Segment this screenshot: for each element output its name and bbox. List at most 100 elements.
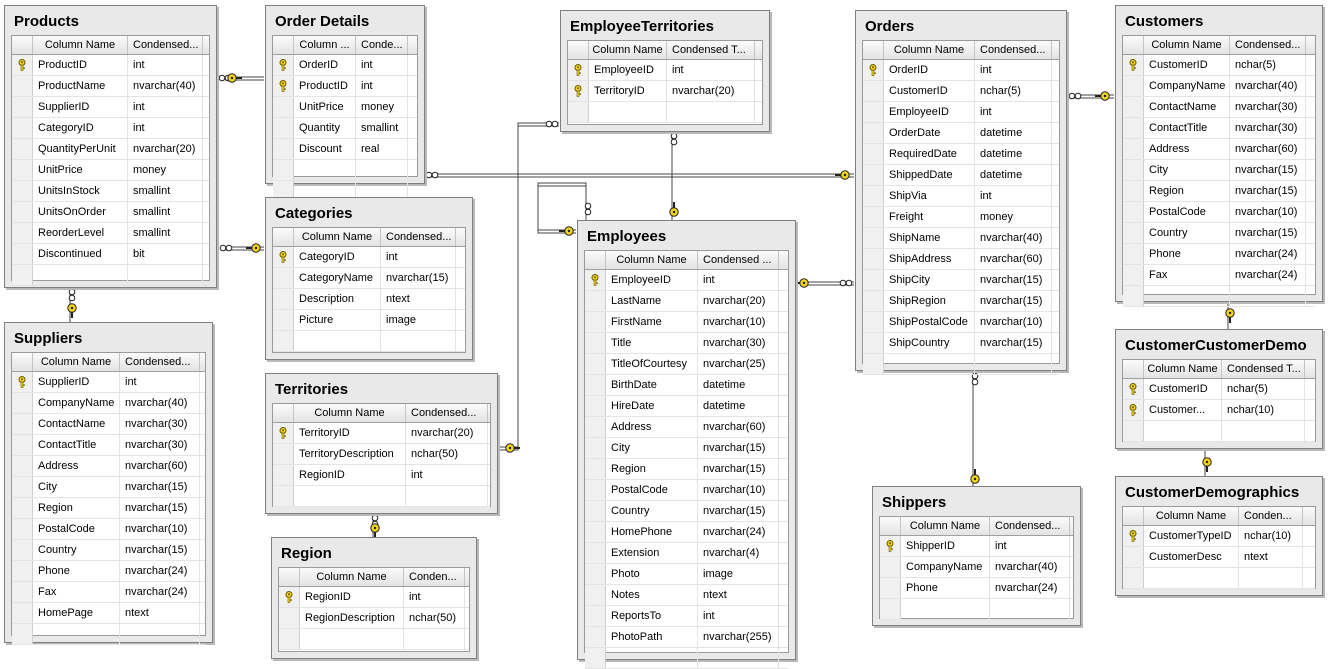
empty-row[interactable] bbox=[1123, 286, 1315, 307]
row-selector[interactable] bbox=[863, 228, 884, 248]
condensed-type-header[interactable]: Condensed... bbox=[128, 36, 203, 54]
condensed-type-header[interactable]: Condensed ... bbox=[698, 251, 779, 269]
column-name-cell[interactable]: ProductName bbox=[33, 76, 128, 96]
data-type-cell[interactable]: nvarchar(15) bbox=[698, 438, 779, 458]
data-type-cell[interactable] bbox=[356, 160, 408, 180]
data-type-cell[interactable]: ntext bbox=[698, 585, 779, 605]
table-title[interactable]: CustomerDemographics bbox=[1125, 484, 1300, 501]
column-name-cell[interactable]: EmployeeID bbox=[606, 270, 698, 290]
row-selector[interactable] bbox=[1123, 181, 1144, 201]
data-type-cell[interactable]: datetime bbox=[975, 123, 1052, 143]
data-type-cell[interactable]: nvarchar(15) bbox=[698, 501, 779, 521]
row-selector[interactable] bbox=[585, 480, 606, 500]
table-title[interactable]: Shippers bbox=[882, 494, 947, 511]
row-selector[interactable] bbox=[273, 97, 294, 117]
data-type-cell[interactable]: smallint bbox=[128, 223, 203, 243]
column-name-cell[interactable]: FirstName bbox=[606, 312, 698, 332]
column-name-header[interactable]: Column Name bbox=[1144, 36, 1230, 54]
data-type-cell[interactable]: money bbox=[356, 97, 408, 117]
column-name-cell[interactable]: ReorderLevel bbox=[33, 223, 128, 243]
row-selector[interactable] bbox=[585, 312, 606, 332]
row-selector[interactable] bbox=[273, 486, 294, 506]
column-name-cell[interactable]: Country bbox=[33, 540, 120, 560]
column-name-cell[interactable]: Address bbox=[606, 417, 698, 437]
row-selector[interactable] bbox=[863, 102, 884, 122]
empty-row[interactable] bbox=[279, 629, 469, 650]
row-selector[interactable] bbox=[1123, 547, 1144, 567]
row-selector[interactable] bbox=[863, 249, 884, 269]
row-selector[interactable] bbox=[1123, 379, 1144, 399]
column-name-cell[interactable]: Phone bbox=[1144, 244, 1230, 264]
row-selector[interactable] bbox=[12, 498, 33, 518]
column-name-header[interactable]: Column Name bbox=[300, 568, 404, 586]
condensed-type-header[interactable]: Condensed... bbox=[1230, 36, 1306, 54]
row-selector[interactable] bbox=[273, 139, 294, 159]
data-type-cell[interactable]: int bbox=[128, 97, 203, 117]
column-name-cell[interactable]: City bbox=[1144, 160, 1230, 180]
data-type-cell[interactable]: nvarchar(40) bbox=[128, 76, 203, 96]
column-name-cell[interactable]: ShippedDate bbox=[884, 165, 975, 185]
data-type-cell[interactable]: nvarchar(40) bbox=[1230, 76, 1306, 96]
row-selector[interactable] bbox=[1123, 160, 1144, 180]
column-name-cell[interactable]: Customer... bbox=[1144, 400, 1222, 420]
empty-row[interactable] bbox=[273, 486, 490, 507]
column-name-cell[interactable]: Region bbox=[606, 459, 698, 479]
condensed-type-header[interactable]: Condensed... bbox=[406, 404, 488, 422]
row-selector[interactable] bbox=[585, 648, 606, 668]
column-name-cell[interactable]: Fax bbox=[1144, 265, 1230, 285]
data-type-cell[interactable]: nvarchar(24) bbox=[120, 561, 200, 581]
data-type-cell[interactable]: nvarchar(20) bbox=[698, 291, 779, 311]
data-type-cell[interactable]: int bbox=[404, 587, 465, 607]
column-name-cell[interactable]: ContactName bbox=[33, 414, 120, 434]
data-type-cell[interactable]: nvarchar(15) bbox=[381, 268, 456, 288]
column-name-cell[interactable]: Address bbox=[33, 456, 120, 476]
data-type-cell[interactable]: nchar(50) bbox=[406, 444, 488, 464]
column-name-cell[interactable]: CompanyName bbox=[1144, 76, 1230, 96]
data-type-cell[interactable]: nvarchar(40) bbox=[990, 557, 1070, 577]
row-selector[interactable] bbox=[568, 81, 589, 101]
row-selector[interactable] bbox=[585, 333, 606, 353]
data-type-cell[interactable]: nvarchar(10) bbox=[698, 312, 779, 332]
row-selector[interactable] bbox=[273, 181, 294, 201]
row-selector[interactable] bbox=[1123, 118, 1144, 138]
row-selector[interactable] bbox=[585, 291, 606, 311]
column-name-cell[interactable]: CustomerID bbox=[1144, 379, 1222, 399]
table-title[interactable]: Categories bbox=[275, 205, 353, 222]
data-type-cell[interactable]: money bbox=[128, 160, 203, 180]
row-selector[interactable] bbox=[863, 312, 884, 332]
row-selector[interactable] bbox=[585, 438, 606, 458]
column-name-cell[interactable]: CustomerDesc bbox=[1144, 547, 1239, 567]
data-type-cell[interactable]: int bbox=[381, 247, 456, 267]
data-type-cell[interactable]: bit bbox=[128, 244, 203, 264]
data-type-cell[interactable]: nvarchar(24) bbox=[1230, 265, 1306, 285]
data-type-cell[interactable]: nchar(10) bbox=[1222, 400, 1305, 420]
column-name-header[interactable]: Column Name bbox=[901, 517, 990, 535]
column-name-cell[interactable] bbox=[606, 648, 698, 668]
column-name-cell[interactable]: Address bbox=[1144, 139, 1230, 159]
data-type-cell[interactable]: smallint bbox=[356, 118, 408, 138]
table-title[interactable]: Customers bbox=[1125, 13, 1204, 30]
row-selector[interactable] bbox=[863, 207, 884, 227]
column-name-cell[interactable]: CategoryID bbox=[33, 118, 128, 138]
data-type-cell[interactable]: nvarchar(15) bbox=[698, 459, 779, 479]
column-name-cell[interactable]: Discount bbox=[294, 139, 356, 159]
row-selector[interactable] bbox=[1123, 223, 1144, 243]
